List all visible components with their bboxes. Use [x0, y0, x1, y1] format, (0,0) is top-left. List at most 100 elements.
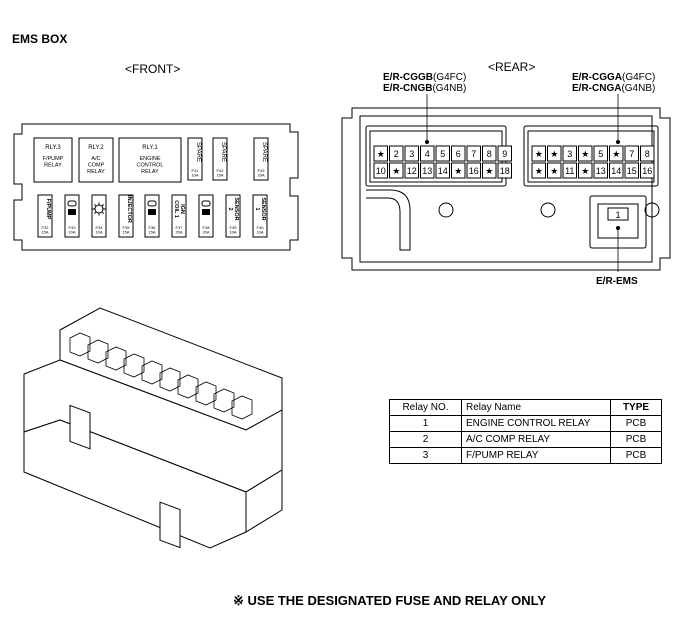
fuse-slot: [37, 194, 53, 238]
pin-number: ★: [392, 166, 400, 176]
connector-pin: [562, 162, 577, 179]
fuse-name: SPARE: [261, 142, 267, 162]
rear-label: <REAR>: [488, 60, 536, 74]
connector-cgga-engine: (G4FC): [622, 72, 656, 83]
pin-number: 16: [469, 166, 479, 176]
relay-slot: [33, 137, 73, 183]
connector-cggb-label: E/R-CGGB: [383, 72, 433, 83]
connector-pin: [420, 145, 435, 162]
pin-number: ★: [535, 166, 543, 176]
connector-pin: [451, 145, 466, 162]
ems-pin-label: 1: [615, 210, 620, 220]
pin-number: 16: [642, 166, 652, 176]
relay-id: RLY.1: [142, 145, 158, 151]
pin-number: 18: [500, 166, 510, 176]
pin-number: 5: [598, 149, 603, 159]
connector-pin: [435, 162, 450, 179]
rear-left-connector-label: E/R-CGGB(G4FC) E/R-CNGB(G4NB): [383, 72, 466, 94]
pin-number: 9: [502, 149, 507, 159]
pin-number: 3: [567, 149, 572, 159]
connector-pin: [593, 145, 608, 162]
pin-number: 11: [565, 166, 574, 176]
fuse-slot: [253, 137, 269, 181]
connector-pin: [497, 162, 512, 179]
pin-number: 15: [627, 166, 637, 176]
fuse-slot: [198, 194, 214, 238]
connector-pin: [373, 162, 388, 179]
page-title: EMS BOX: [12, 32, 68, 46]
rear-right-connector-label: E/R-CGGA(G4FC) E/R-CNGA(G4NB): [572, 72, 655, 94]
connector-cngb-label: E/R-CNGB: [383, 83, 433, 94]
relay-name: ENGINE CONTROL RELAY: [461, 415, 611, 432]
connector-pin: [466, 162, 481, 179]
connector-pin: [482, 162, 497, 179]
pin-number: 8: [645, 149, 650, 159]
connector-pin: [435, 145, 450, 162]
pin-number: ★: [550, 166, 558, 176]
pin-number: ★: [377, 149, 385, 159]
connector-pin: [404, 162, 419, 179]
fuse-slot: [212, 137, 228, 181]
connector-pin: [497, 145, 512, 162]
relay-type: PCB: [610, 447, 662, 464]
table-row: 3 F/PUMP RELAY PCB: [389, 447, 662, 464]
pin-number: ★: [550, 149, 558, 159]
relay-slot: [118, 137, 182, 183]
connector-pin: [531, 162, 546, 179]
ecu-icon: [201, 200, 211, 215]
connector-cnga-label: E/R-CNGA: [572, 83, 622, 94]
pointer-dot-cggb: [425, 140, 429, 144]
connector-pin: [389, 145, 404, 162]
pin-number: 6: [456, 149, 461, 159]
fuse-slot: [91, 194, 107, 238]
pin-number: 4: [425, 149, 430, 159]
pin-number: ★: [612, 149, 620, 159]
connector-pin: [640, 145, 655, 162]
relay-no: 3: [389, 447, 462, 464]
relay-name: F/PUMP RELAY: [461, 447, 611, 464]
fuse-name: SPARE: [195, 142, 201, 162]
relay-no: 1: [389, 415, 462, 432]
connector-pin: [389, 162, 404, 179]
header-relay-name: Relay Name: [461, 399, 611, 416]
pin-number: ★: [581, 166, 589, 176]
connector-pin: [373, 145, 388, 162]
pin-number: ★: [581, 149, 589, 159]
connector-pin: [547, 145, 562, 162]
pin-number: 12: [407, 166, 417, 176]
pin-number: 13: [422, 166, 432, 176]
connector-cngb-engine: (G4NB): [432, 83, 467, 94]
connector-pin: [593, 162, 608, 179]
pin-number: ★: [535, 149, 543, 159]
ems-box-illustration: [23, 307, 283, 549]
connector-pin: [640, 162, 655, 179]
fuse-slot: [144, 194, 160, 238]
pin-number: 5: [440, 149, 445, 159]
connector-pin: [451, 162, 466, 179]
connector-pin: [609, 145, 624, 162]
pin-number: ★: [454, 166, 462, 176]
pin-number: 10: [376, 166, 386, 176]
ecu-icon: [67, 200, 77, 215]
relay-type: PCB: [610, 431, 662, 448]
fuse-name: SENSOR1: [254, 197, 266, 220]
fuse-name: IGNCOIL 1: [173, 200, 185, 218]
relay-id: RLY.2: [88, 145, 104, 151]
pin-number: 3: [409, 149, 414, 159]
ecu-icon: [147, 200, 157, 215]
pin-number: 14: [438, 166, 448, 176]
connector-pin: [578, 145, 593, 162]
pin-number: 8: [487, 149, 492, 159]
connector-pin: [578, 162, 593, 179]
relay-table: Relay NO. Relay Name TYPE 1 ENGINE CONTR…: [389, 399, 662, 464]
